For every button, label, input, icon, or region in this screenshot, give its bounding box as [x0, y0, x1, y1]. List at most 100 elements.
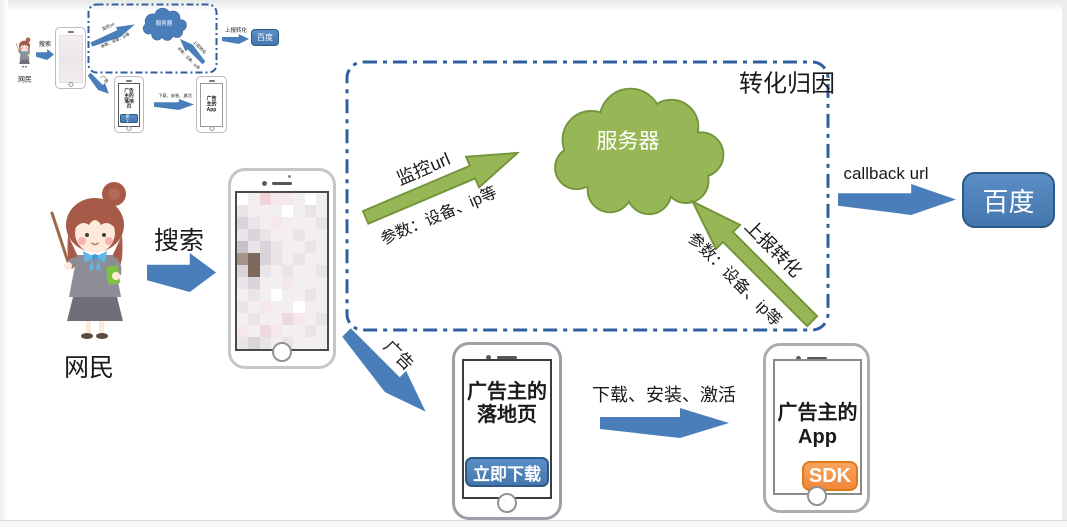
mosaic-cell — [293, 217, 305, 229]
mini-ad-arrow — [86, 71, 113, 98]
mosaic-cell — [282, 241, 294, 253]
mini-app-line2: App — [206, 107, 217, 113]
mosaic-cell — [237, 277, 249, 289]
mosaic-cell — [315, 325, 327, 337]
mini-landing-page-phone: 广告主的 落地页 立即下载 — [114, 76, 144, 133]
mosaic-cell — [304, 205, 316, 217]
mosaic-cell — [282, 301, 294, 313]
attribution-dashed-box — [345, 60, 830, 332]
mosaic-cell — [237, 337, 249, 349]
mosaic-cell — [248, 289, 260, 301]
mosaic-cell — [304, 253, 316, 265]
mosaic-cell — [315, 193, 327, 205]
download-now-button[interactable]: 立即下载 — [465, 457, 549, 487]
mini-user-phone — [55, 27, 86, 89]
mosaic-cell — [293, 241, 305, 253]
mosaic-cell — [248, 277, 260, 289]
mosaic-cell — [282, 217, 294, 229]
search-label: 搜索 — [153, 227, 205, 255]
mosaic-cell — [315, 277, 327, 289]
mosaic-cell — [315, 301, 327, 313]
mosaic-cell — [259, 193, 271, 205]
mini-landing-line2: 落地页 — [123, 98, 134, 110]
mini-attribution-dashed-box — [87, 3, 218, 74]
mosaic-cell — [270, 253, 282, 265]
mosaic-cell — [248, 217, 260, 229]
top-edge-shading — [0, 0, 1067, 12]
app-phone: 广告主的 App SDK — [763, 343, 870, 513]
mosaic-cell — [259, 301, 271, 313]
landing-line1: 广告主的 — [467, 381, 547, 403]
mosaic-cell — [270, 193, 282, 205]
mosaic-cell — [304, 325, 316, 337]
mosaic-cell — [270, 325, 282, 337]
mini-user-label: 网民 — [18, 75, 32, 84]
app-line2: App — [798, 426, 837, 448]
callback-arrow — [838, 184, 956, 215]
mosaic-cell — [293, 193, 305, 205]
mosaic-cell — [293, 277, 305, 289]
mosaic-cell — [315, 265, 327, 277]
mosaic-cell — [304, 337, 316, 349]
baidu-button[interactable]: 百度 — [962, 172, 1055, 228]
mini-search-label: 搜索 — [38, 41, 52, 48]
mosaic-cell — [293, 325, 305, 337]
mini-search-arrow — [36, 49, 54, 60]
mosaic-cell — [248, 193, 260, 205]
mosaic-cell — [293, 253, 305, 265]
phone1-screen — [235, 191, 329, 351]
mini-install-arrow — [154, 99, 194, 110]
app-line1: 广告主的 — [777, 402, 858, 424]
mosaic-cell — [248, 301, 260, 313]
landing-page-phone: 广告主的 落地页 立即下载 — [452, 342, 562, 520]
mosaic-cell — [259, 277, 271, 289]
mosaic-cell — [315, 337, 327, 349]
mosaic-cell — [315, 241, 327, 253]
attribution-title: 转化归因 — [739, 70, 835, 98]
landing-line2: 落地页 — [477, 404, 537, 426]
mosaic-cell — [282, 313, 294, 325]
mosaic-cell — [304, 301, 316, 313]
mosaic-cell — [237, 217, 249, 229]
mosaic-cell — [248, 229, 260, 241]
mosaic-cell — [237, 253, 249, 265]
mosaic-cell — [259, 289, 271, 301]
mosaic-cell — [315, 313, 327, 325]
mosaic-cell — [248, 265, 260, 277]
left-edge-shading — [0, 0, 8, 527]
mini-callback-label: 上报转化 — [225, 27, 247, 34]
mosaic-cell — [282, 277, 294, 289]
mini-callback-arrow — [222, 34, 249, 44]
mini-diagram: 网民 搜索 服务器 监控url 参数：设备、ip等 上报转化 参数：设备、ip等… — [8, 2, 284, 138]
user-phone — [228, 168, 336, 369]
mini-install-flow-label: 下载、安装、激活 — [158, 93, 192, 99]
mosaic-cell — [304, 277, 316, 289]
mosaic-cell — [248, 325, 260, 337]
mosaic-cell — [315, 289, 327, 301]
mosaic-cell — [237, 265, 249, 277]
mosaic-cell — [315, 229, 327, 241]
mosaic-cell — [270, 313, 282, 325]
mini-ad-label: 广告 — [99, 74, 110, 85]
mosaic-cell — [304, 289, 316, 301]
mosaic-cell — [270, 241, 282, 253]
mosaic-cell — [248, 241, 260, 253]
mini-app-phone: 广告主的 App — [196, 76, 227, 133]
mini-download-now-button[interactable]: 立即下载 — [120, 108, 138, 126]
mosaic-cell — [237, 193, 249, 205]
mosaic-cell — [293, 337, 305, 349]
mosaic-cell — [293, 229, 305, 241]
callback-url-label: callback url — [843, 164, 929, 183]
mosaic-cell — [270, 229, 282, 241]
mosaic-cell — [259, 265, 271, 277]
mosaic-cell — [259, 325, 271, 337]
mini-baidu-button[interactable]: 百度 — [251, 29, 279, 46]
mosaic-cell — [282, 265, 294, 277]
mosaic-cell — [282, 325, 294, 337]
mosaic-cell — [282, 289, 294, 301]
mosaic-cell — [259, 217, 271, 229]
install-arrow — [600, 408, 729, 438]
mosaic-cell — [237, 313, 249, 325]
mosaic-cell — [259, 253, 271, 265]
